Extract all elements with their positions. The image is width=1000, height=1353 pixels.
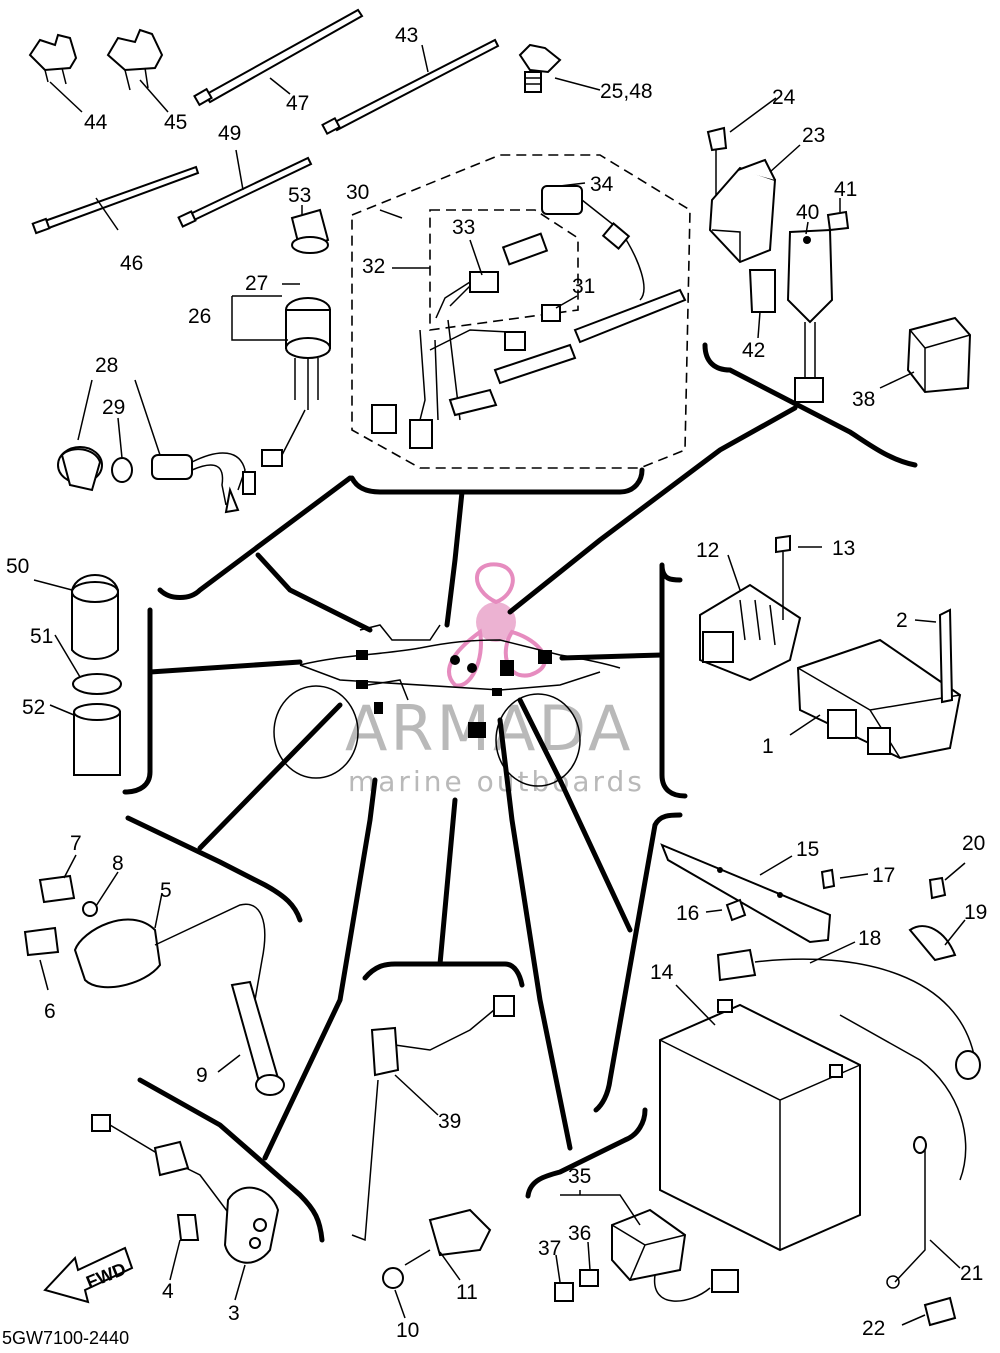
battery-icon	[659, 843, 981, 1327]
starter-relay-icon	[706, 126, 777, 264]
callout-29: 29	[102, 396, 125, 419]
callout-45: 45	[164, 111, 187, 134]
callout-41: 41	[834, 178, 857, 201]
wire-holder-44-icon	[28, 33, 78, 85]
callout-40: 40	[796, 201, 819, 224]
relay-icon	[748, 210, 850, 403]
assembly-boxes	[351, 154, 691, 469]
callout-1: 1	[762, 735, 774, 758]
callout-28: 28	[95, 354, 118, 377]
callout-27: 27	[245, 272, 268, 295]
wire-holder-45-icon	[106, 28, 164, 91]
callout-26: 26	[188, 305, 211, 328]
callout-11: 11	[456, 1281, 478, 1304]
fuse-box-icon	[554, 1208, 739, 1302]
callout-46: 46	[120, 252, 143, 275]
callout-17: 17	[872, 864, 895, 887]
callout-20: 20	[962, 832, 985, 855]
callout-36: 36	[568, 1222, 591, 1245]
ecu-icon	[796, 608, 962, 760]
callout-38: 38	[852, 388, 875, 411]
callout-6: 6	[44, 1000, 56, 1023]
main-switch-icon	[261, 208, 331, 467]
callout-9: 9	[196, 1064, 208, 1087]
callout-42: 42	[742, 339, 765, 362]
armada-logo-icon	[447, 562, 547, 688]
callout-5: 5	[160, 879, 172, 902]
cable-ties	[31, 8, 500, 235]
callout-10: 10	[396, 1319, 419, 1342]
callout-16: 16	[676, 902, 699, 925]
callout-39: 39	[438, 1110, 461, 1133]
callout-30: 30	[346, 181, 369, 204]
callout-50: 50	[6, 555, 29, 578]
callout-44: 44	[84, 111, 108, 134]
fwd-arrow-icon: FWD	[43, 1246, 134, 1304]
clip-25-icon	[518, 43, 562, 93]
callout-22: 22	[862, 1317, 885, 1340]
watermark-brand: ARMADA	[345, 692, 633, 765]
callout-14: 14	[650, 961, 674, 984]
callout-49: 49	[218, 122, 241, 145]
callout-53: 53	[288, 184, 311, 207]
sensor-icon	[91, 1114, 280, 1264]
sender-icon	[351, 995, 515, 1289]
sub-harness-icon	[371, 185, 687, 449]
callout-35: 35	[568, 1165, 591, 1188]
leader-lines	[33, 44, 966, 1326]
callout-31: 31	[572, 275, 595, 298]
resistor-block-icon	[906, 316, 972, 394]
callout-8: 8	[112, 852, 124, 875]
callout-32: 32	[362, 255, 385, 278]
callout-33: 33	[452, 216, 475, 239]
callout-47: 47	[286, 92, 309, 115]
callout-23: 23	[802, 124, 825, 147]
rectifier-regulator-icon	[699, 534, 802, 682]
callout-2: 2	[896, 609, 908, 632]
diagram-code: 5GW7100-2440	[2, 1328, 129, 1348]
callout-4: 4	[162, 1280, 174, 1303]
callout-25-48: 25,48	[600, 80, 653, 103]
ignition-coil-icon	[23, 874, 285, 1096]
callout-52: 52	[22, 696, 45, 719]
watermark: ARMADA marine outboards	[345, 562, 645, 798]
bulb-socket-icon	[57, 446, 256, 514]
callout-13: 13	[832, 537, 855, 560]
group-lines	[122, 342, 918, 1243]
callout-12: 12	[696, 539, 719, 562]
callout-37: 37	[538, 1237, 561, 1260]
callout-3: 3	[228, 1302, 240, 1325]
callout-34: 34	[590, 173, 614, 196]
callout-24: 24	[772, 86, 796, 109]
callouts: 44 45 47 43 25,48 49 46 53 27 26 28 29 3…	[6, 24, 987, 1342]
callout-18: 18	[858, 927, 881, 950]
callout-7: 7	[70, 832, 82, 855]
watermark-tagline: marine outboards	[348, 765, 645, 798]
callout-51: 51	[30, 625, 53, 648]
callout-19: 19	[964, 901, 987, 924]
callout-21: 21	[960, 1262, 983, 1285]
callout-43: 43	[395, 24, 418, 47]
vehicle-outline	[273, 624, 621, 787]
callout-15: 15	[796, 838, 819, 861]
accessory-socket-icon	[71, 574, 122, 776]
